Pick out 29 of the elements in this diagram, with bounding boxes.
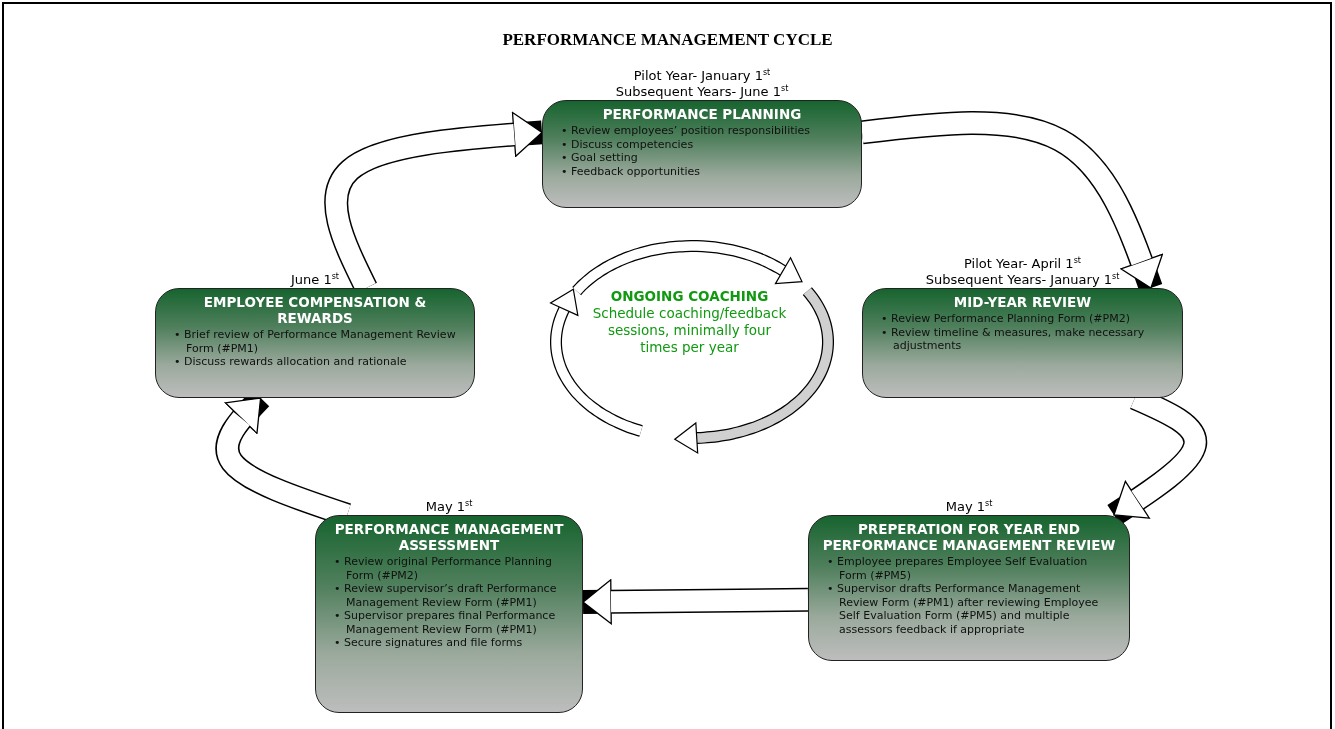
bullet-item: • Employee prepares Employee Self Evaluation Form (#PM5)	[827, 555, 1089, 582]
box-heading: PERFORMANCE MANAGEMENT ASSESSMENT	[333, 521, 565, 553]
date-label: May 1$^{st}$	[945, 499, 993, 515]
diagram-title: PERFORMANCE MANAGEMENT CYCLE	[501, 30, 834, 50]
bullet-item: • Review supervisor’s draft Performance Management Review Form (#PM1)	[334, 582, 558, 609]
date-label: May 1$^{st}$	[425, 499, 473, 515]
bullet-item: • Review timeline & measures, make necessary adjustments	[881, 325, 1146, 353]
bullet-item: • Review Performance Planning Form (#PM2)	[881, 312, 1131, 326]
date-label: Pilot Year- January 1$^{st}$	[633, 68, 771, 84]
bullet-item: • Review original Performance Planning Form (#PM2)	[334, 555, 553, 582]
bullet-item: • Supervisor drafts Performance Management Review Form (#PM1) after reviewing Employee Self Evaluation Form (#PM5) and multiple assessors feedback if appropriate	[827, 582, 1100, 636]
bullet-item: • Secure signatures and file forms	[334, 636, 524, 650]
box-heading: EMPLOYEE COMPENSATION & REWARDS	[202, 294, 428, 326]
date-label: Pilot Year- April 1$^{st}$	[964, 256, 1081, 272]
bullet-item: • Supervisor prepares final Performance Management Review Form (#PM1)	[334, 609, 557, 636]
bullet-item: • Brief review of Performance Management Review Form (#PM1)	[174, 328, 457, 355]
bullet-item: • Review employees’ position responsibilities	[561, 124, 812, 138]
box-heading: ONGOING COACHING	[609, 288, 770, 305]
date-label: Subsequent Years- January 1$^{st}$	[925, 272, 1120, 288]
date-label: Subsequent Years- June 1$^{st}$	[615, 84, 789, 100]
bullet-item: • Feedback opportunities	[561, 164, 701, 178]
box-heading: PREPERATION FOR YEAR END PERFORMANCE MANAGEMENT REVIEW	[821, 521, 1117, 553]
bullet-item: • Discuss competencies	[561, 137, 695, 151]
bullet-item: • Discuss rewards allocation and rationale	[174, 355, 408, 369]
date-label: June 1$^{st}$	[291, 272, 339, 288]
box-heading: PERFORMANCE PLANNING	[601, 106, 803, 122]
bullet-item: • Goal setting	[561, 151, 639, 165]
box-heading: MID-YEAR REVIEW	[952, 294, 1093, 310]
description-text: Schedule coaching/feedback sessions, minimally four times per year	[592, 305, 787, 356]
